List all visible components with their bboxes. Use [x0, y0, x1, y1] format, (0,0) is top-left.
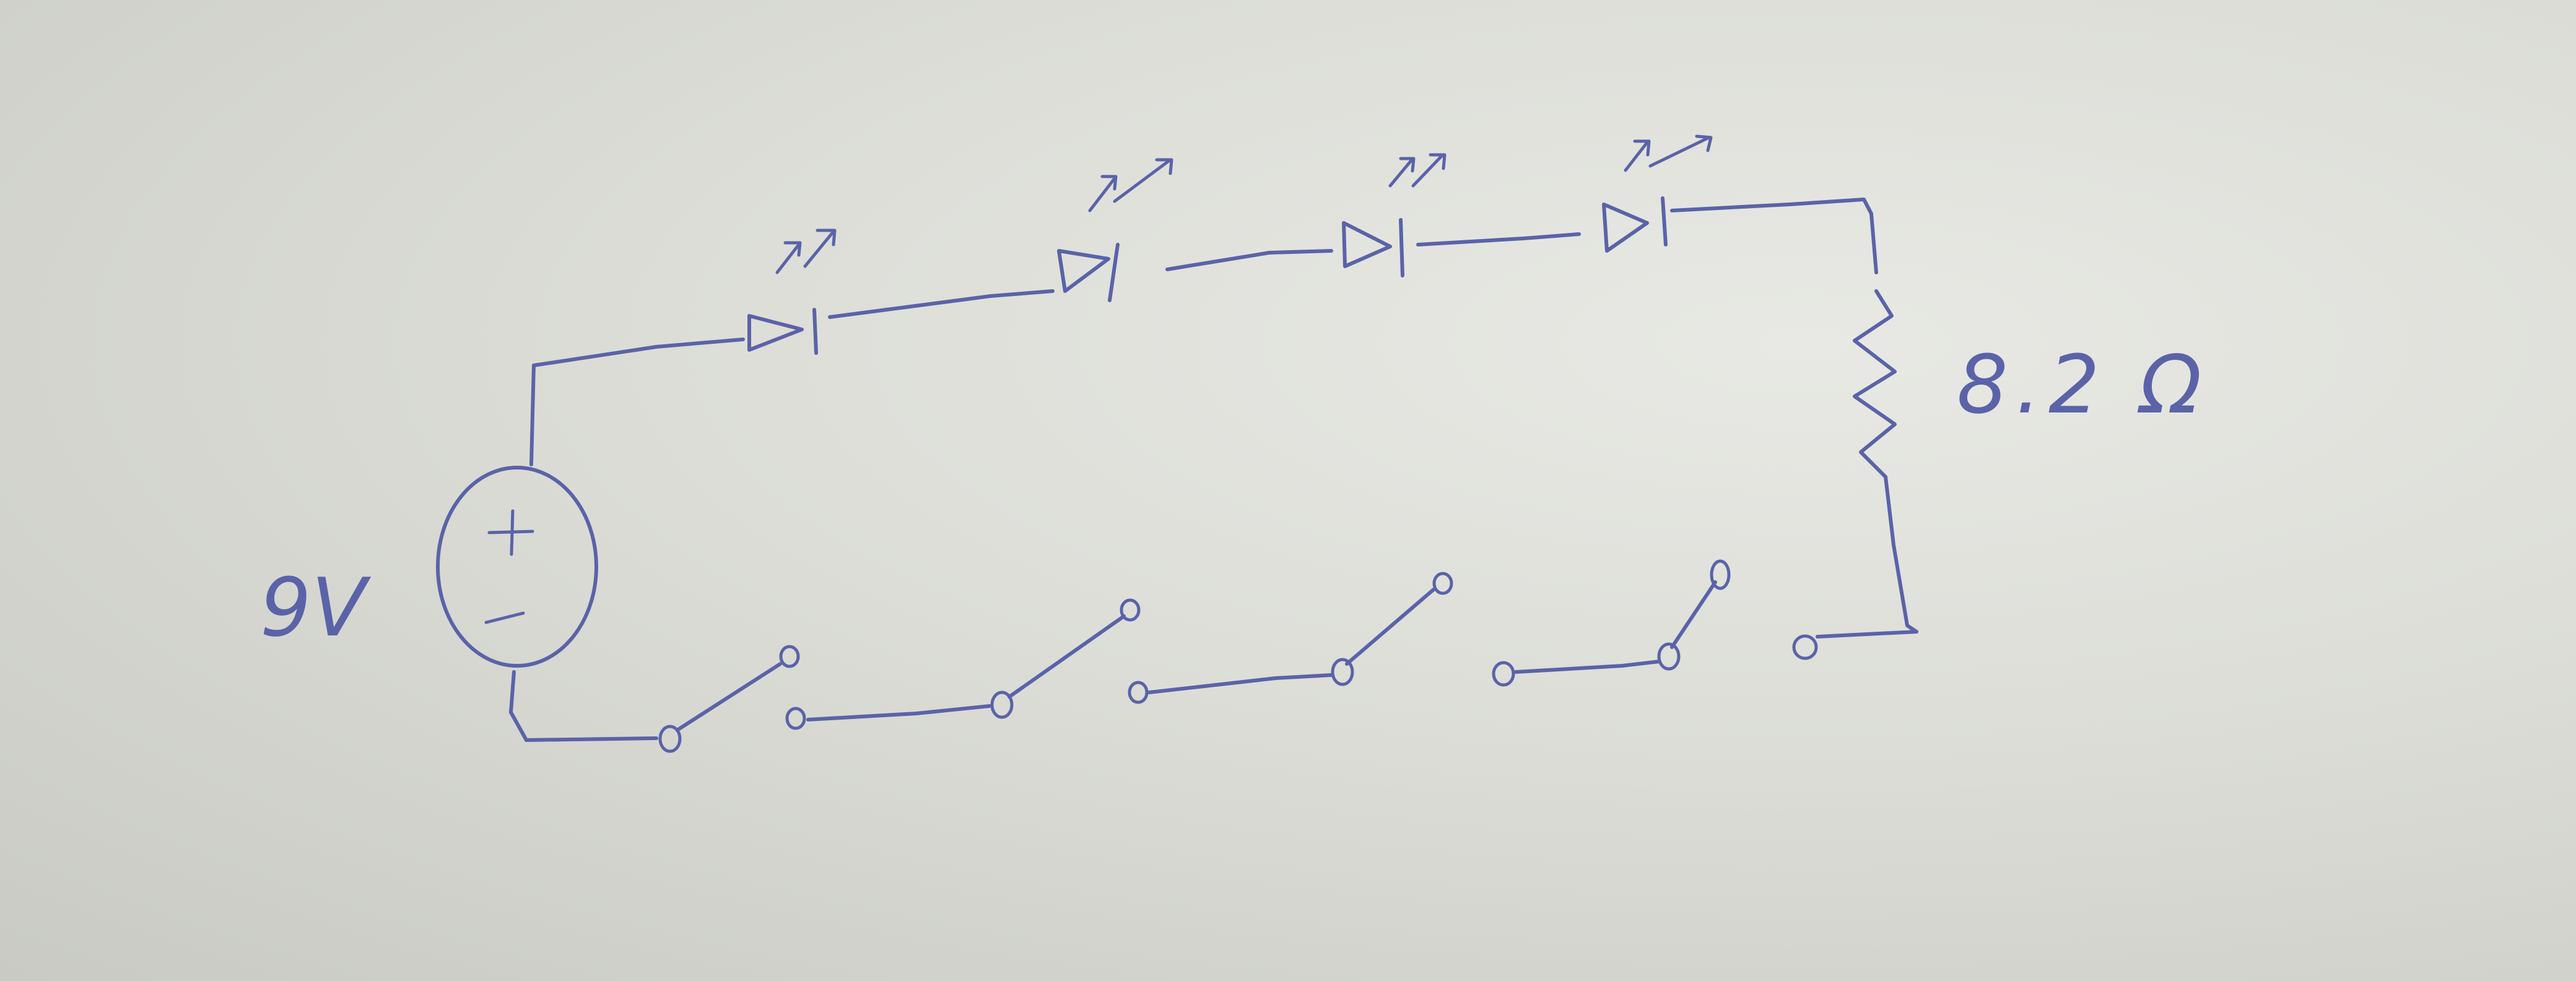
resistor	[1853, 289, 1897, 479]
voltage-source	[436, 466, 598, 668]
wire-led-3-to-led-4	[1416, 232, 1581, 246]
switch-4	[1657, 559, 1818, 671]
source-voltage-label: 9V	[260, 560, 367, 655]
wire-switch-1-to-switch-2	[806, 704, 991, 722]
led-1	[747, 229, 837, 355]
wire-switch-2-to-switch-3	[1147, 673, 1333, 694]
wire-led-1-to-led-2	[828, 289, 1055, 319]
wire-source-to-switch-1	[509, 670, 658, 742]
led-4	[1602, 134, 1713, 253]
led-2	[1057, 158, 1173, 302]
resistor-value-label: 8.2 Ω	[1957, 338, 2209, 432]
led-3-light-arrows	[1388, 153, 1447, 188]
switch-2	[990, 598, 1149, 719]
plus-sign	[487, 509, 534, 556]
wire-resistor-to-switch-end	[1816, 475, 1918, 639]
switch-3	[1331, 572, 1515, 687]
wire-led-2-to-led-3	[1165, 249, 1333, 271]
led-4-light-arrows	[1624, 134, 1713, 172]
minus-sign	[484, 611, 525, 624]
led-1-light-arrows	[775, 229, 837, 274]
wire-switch-3-to-switch-4	[1514, 660, 1661, 674]
led-3	[1342, 153, 1447, 277]
led-2-light-arrows	[1088, 158, 1173, 212]
switch-1	[658, 645, 806, 753]
wire-source-to-led-1	[529, 338, 745, 466]
wire-led-4-to-resistor	[1670, 198, 1878, 274]
